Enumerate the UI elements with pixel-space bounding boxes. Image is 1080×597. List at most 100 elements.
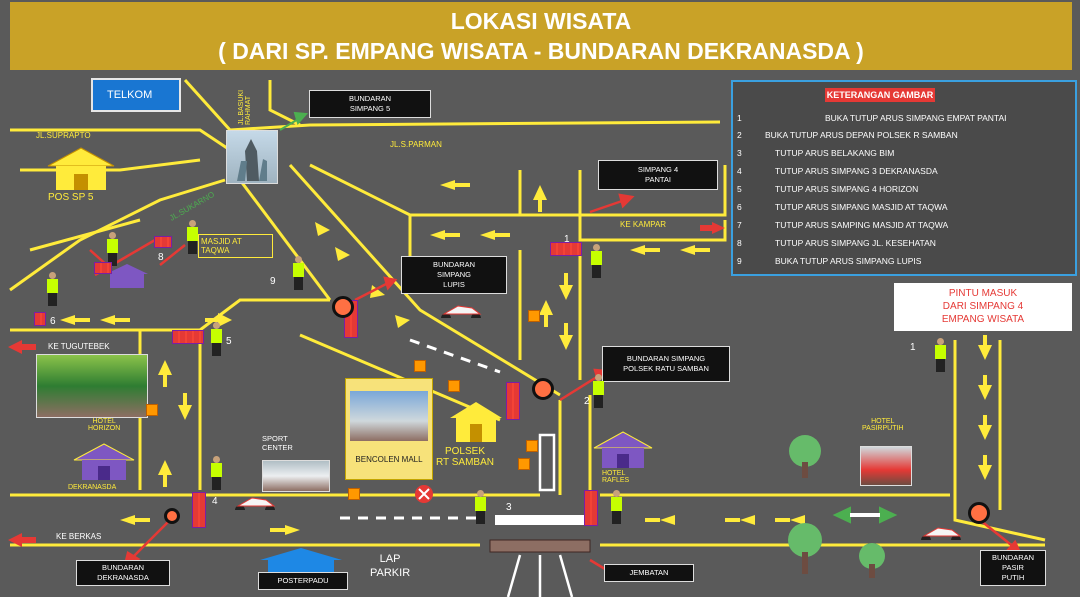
legend-text: TUTUP ARUS SIMPANG 3 DEKRANASDA [775, 166, 938, 176]
hotel-pasirputih-photo [860, 446, 912, 486]
tree-icon [788, 523, 822, 574]
title-banner: LOKASI WISATA ( DARI SP. EMPANG WISATA -… [10, 2, 1072, 70]
bundaran-simpang5-label: BUNDARAN SIMPANG 5 [309, 90, 431, 118]
bundaran-polsek-label: BUNDARAN SIMPANG POLSEK RATU SAMBAN [602, 346, 730, 382]
hotel-horizon-photo [36, 354, 148, 418]
hotel-pasirputih-label: HOTEL PASIRPUTIH [862, 418, 904, 432]
polsek-label: POLSEK RT SAMBAN [436, 446, 494, 468]
point-number: 1 [910, 342, 916, 353]
legend-text: BUKA TUTUP ARUS SIMPANG LUPIS [775, 256, 922, 266]
legend-number: 7 [737, 220, 742, 230]
police-officer-icon [106, 232, 118, 266]
masjid-label: MASJID AT TAQWA [198, 234, 273, 258]
polsek-house-icon [450, 402, 502, 442]
police-motorcycle-icon [921, 527, 962, 540]
police-officer-icon [610, 490, 622, 524]
legend-item: 7 TUTUP ARUS SAMPING MASJID AT TAQWA [737, 220, 948, 230]
pintu-masuk-label: PINTU MASUK DARI SIMPANG 4 EMPANG WISATA [894, 283, 1072, 331]
police-officer-icon [292, 256, 304, 290]
jl-basuki-label: JL.BASUKI RAHMAT [238, 89, 252, 125]
legend-number: 1 [737, 113, 742, 123]
monument-photo [226, 130, 278, 184]
point-number: 1 [564, 234, 570, 245]
police-officer-icon [210, 322, 222, 356]
legend-number: 5 [737, 184, 742, 194]
hotel-rafles-label: HOTEL RAFLES [602, 470, 630, 484]
point-number: 2 [584, 396, 590, 407]
jembatan-label: JEMBATAN [604, 564, 694, 582]
bencolen-mall-card: BENCOLEN MALL [345, 378, 433, 480]
roundabout-marker [332, 296, 354, 318]
bundaran-lupis-label: BUNDARAN SIMPANG LUPIS [401, 256, 507, 294]
sport-center-photo [262, 460, 330, 492]
legend-number: 3 [737, 148, 742, 158]
pintu-masuk-text: PINTU MASUK DARI SIMPANG 4 EMPANG WISATA [941, 288, 1025, 325]
legend-item: 3 TUTUP ARUS BELAKANG BIM [737, 148, 894, 158]
poster-padu-house-icon [260, 548, 342, 572]
legend-text: BUKA TUTUP ARUS DEPAN POLSEK R SAMBAN [765, 130, 958, 140]
police-motorcycle-icon [235, 497, 276, 510]
bundaran-dekranasda-label: BUNDARAN DEKRANASDA [76, 560, 170, 586]
police-officer-icon [590, 244, 602, 278]
pos-sp5-house-icon [47, 147, 115, 190]
road-barrier [550, 242, 582, 256]
point-number: 9 [270, 276, 276, 287]
traffic-cone [448, 380, 460, 392]
hotel-rafles-house-icon [593, 431, 653, 468]
road-barrier [172, 330, 204, 344]
bundaran-pasir-putih-label: BUNDARAN PASIR PUTIH [980, 550, 1046, 586]
police-motorcycle-icon [441, 305, 482, 318]
hotel-horizon-label: HOTEL HORIZON [88, 418, 121, 432]
road-barrier [584, 490, 598, 526]
point-number: 8 [158, 252, 164, 263]
traffic-cone [414, 360, 426, 372]
legend-number: 6 [737, 202, 742, 212]
map-subtitle: ( DARI SP. EMPANG WISATA - BUNDARAN DEKR… [218, 38, 864, 64]
lap-parkir-label: LAP PARKIR [370, 553, 411, 579]
roundabout-marker [164, 508, 180, 524]
point-number: 3 [506, 502, 512, 513]
sport-center-label: SPORT CENTER [262, 434, 293, 452]
traffic-cone [526, 440, 538, 452]
telkom-label: TELKOM [91, 78, 181, 112]
legend-text: TUTUP ARUS SIMPANG MASJID AT TAQWA [775, 202, 948, 212]
no-entry-x-icon [415, 485, 433, 503]
roundabout-marker [968, 502, 990, 524]
road-barrier [94, 262, 112, 274]
legend-number: 2 [737, 130, 742, 140]
dekranasda-house-icon [73, 443, 135, 480]
dekranasda-label: DEKRANASDA [68, 484, 117, 491]
pos-sp5-label: POS SP 5 [48, 192, 94, 203]
roundabout-marker [532, 378, 554, 400]
road-barrier [192, 492, 206, 528]
point-number: 6 [50, 316, 56, 327]
tree-icon [789, 435, 821, 478]
ke-tugutebek-label: KE TUGUTEBEK [48, 342, 110, 351]
monument-icon [237, 139, 267, 181]
legend-text: TUTUP ARUS SAMPING MASJID AT TAQWA [775, 220, 949, 230]
legend-item: 1 BUKA TUTUP ARUS SIMPANG EMPAT PANTAI [737, 113, 1007, 123]
point-number: 4 [212, 496, 218, 507]
police-officer-icon [210, 456, 222, 490]
jl-suprapto-label: JL.SUPRAPTO [36, 131, 91, 140]
point-number: 5 [226, 336, 232, 347]
legend-number: 8 [737, 238, 742, 248]
police-officer-icon [474, 490, 486, 524]
ke-kampar-label: KE KAMPAR [620, 220, 667, 229]
legend-text: TUTUP ARUS BELAKANG BIM [775, 148, 895, 158]
legend-item: 2 BUKA TUTUP ARUS DEPAN POLSEK R SAMBAN [737, 130, 958, 140]
legend-text: TUTUP ARUS SIMPANG JL. KESEHATAN [775, 238, 936, 248]
traffic-cone [518, 458, 530, 470]
traffic-cone [348, 488, 360, 500]
road-barrier [34, 312, 46, 326]
police-officer-icon [46, 272, 58, 306]
traffic-cone [146, 404, 158, 416]
legend-number: 4 [737, 166, 742, 176]
legend-text: BUKA TUTUP ARUS SIMPANG EMPAT PANTAI [825, 113, 1007, 123]
police-officer-icon [592, 374, 604, 408]
legend-item: 4 TUTUP ARUS SIMPANG 3 DEKRANASDA [737, 166, 938, 176]
bencolen-mall-label: BENCOLEN MALL [355, 455, 423, 464]
